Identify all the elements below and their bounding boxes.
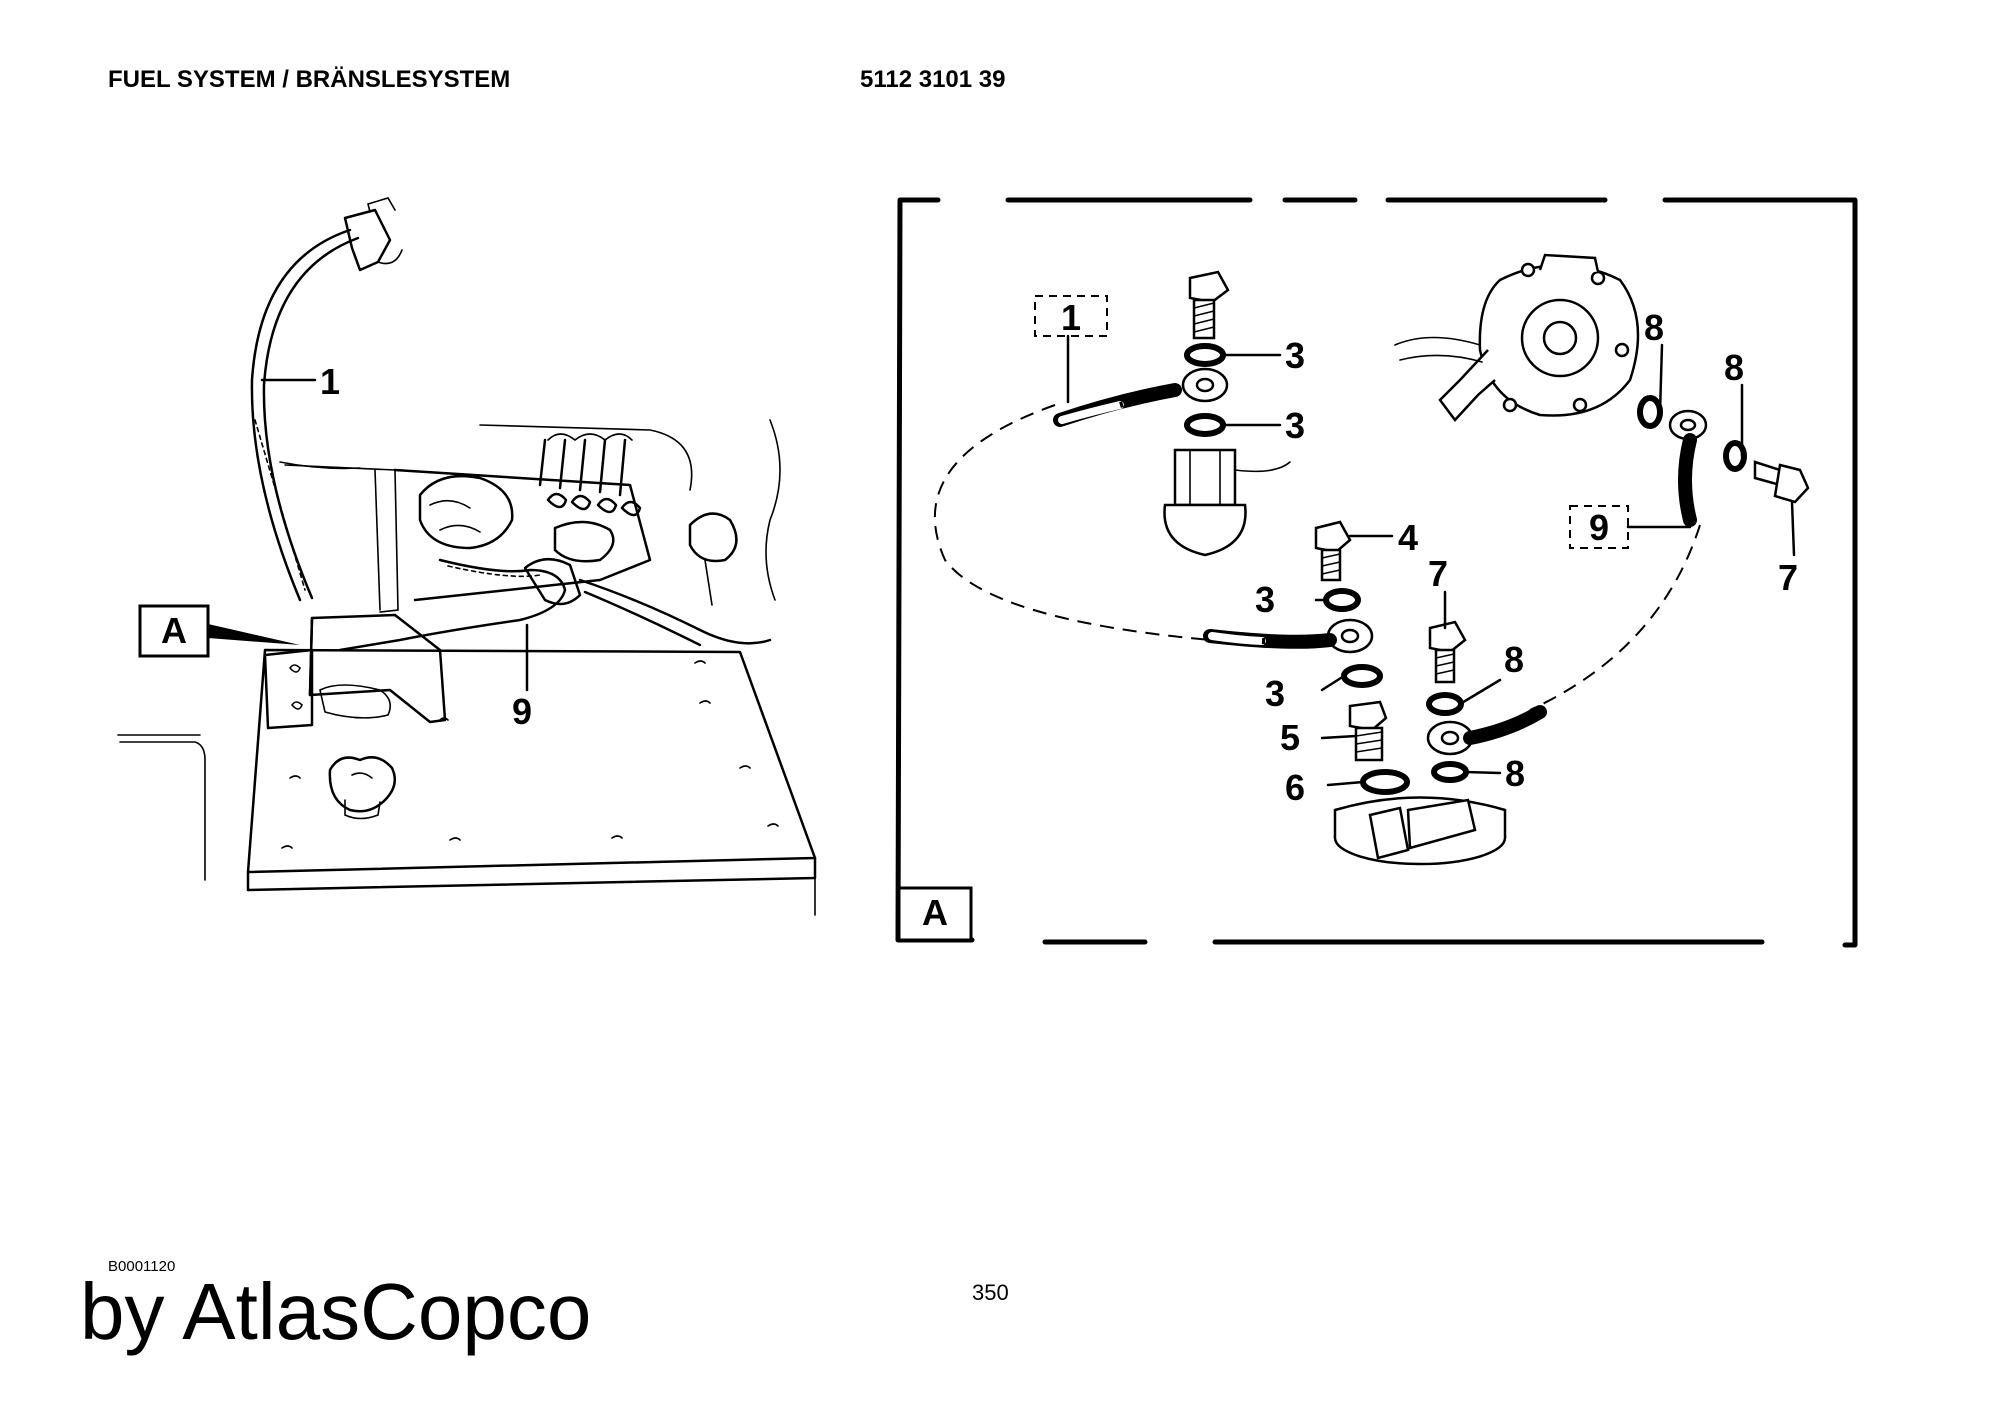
detail-callout-4: 4 bbox=[1398, 517, 1418, 558]
detail-frame-label: A bbox=[922, 892, 948, 933]
overview-callout-a: A bbox=[138, 604, 300, 658]
fuel-tank bbox=[246, 648, 817, 874]
drawing-reference: B0001120 bbox=[108, 1258, 176, 1275]
banjo-assembly-upper bbox=[1053, 270, 1291, 557]
overview-callout-9: 9 bbox=[512, 691, 532, 732]
detail-callout-3-lower: 3 bbox=[1265, 673, 1285, 714]
detail-callout-3-mid: 3 bbox=[1285, 405, 1305, 446]
detail-callout-8-pump-left: 8 bbox=[1644, 307, 1664, 348]
detail-callout-9: 9 bbox=[1589, 507, 1609, 548]
tank-cap bbox=[328, 756, 397, 820]
overview-a-label: A bbox=[161, 610, 187, 651]
injection-pump bbox=[279, 419, 781, 613]
detail-callout-5: 5 bbox=[1280, 717, 1300, 758]
detail-callout-8-lower-upper: 8 bbox=[1504, 639, 1524, 680]
detail-callout-8-lower: 8 bbox=[1505, 753, 1525, 794]
detail-callout-6: 6 bbox=[1285, 767, 1305, 808]
bracket bbox=[263, 613, 447, 730]
detail-callout-8-pump-right: 8 bbox=[1724, 347, 1744, 388]
banjo-assembly-lower-left bbox=[1203, 520, 1410, 795]
pipe-9 bbox=[338, 512, 772, 652]
overview-illustration: A 1 9 bbox=[117, 197, 817, 916]
detail-callout-7-pump: 7 bbox=[1778, 557, 1798, 598]
pipe-1 bbox=[250, 197, 403, 602]
detail-view-a: A bbox=[895, 197, 1858, 948]
document-number: 5112 3101 39 bbox=[860, 66, 1006, 93]
overview-callout-1: 1 bbox=[320, 361, 340, 402]
filter-base bbox=[1333, 796, 1507, 866]
brand-watermark: by AtlasCopco bbox=[80, 1267, 592, 1356]
detail-callout-7-lower: 7 bbox=[1428, 553, 1448, 594]
page-title: FUEL SYSTEM / BRÄNSLESYSTEM bbox=[108, 66, 511, 93]
feed-pump bbox=[1394, 253, 1810, 527]
detail-callout-1: 1 bbox=[1061, 297, 1081, 338]
detail-callout-3-lower-upper: 3 bbox=[1255, 579, 1275, 620]
detail-callout-3-upper: 3 bbox=[1285, 335, 1305, 376]
page-number: 350 bbox=[972, 1280, 1009, 1305]
